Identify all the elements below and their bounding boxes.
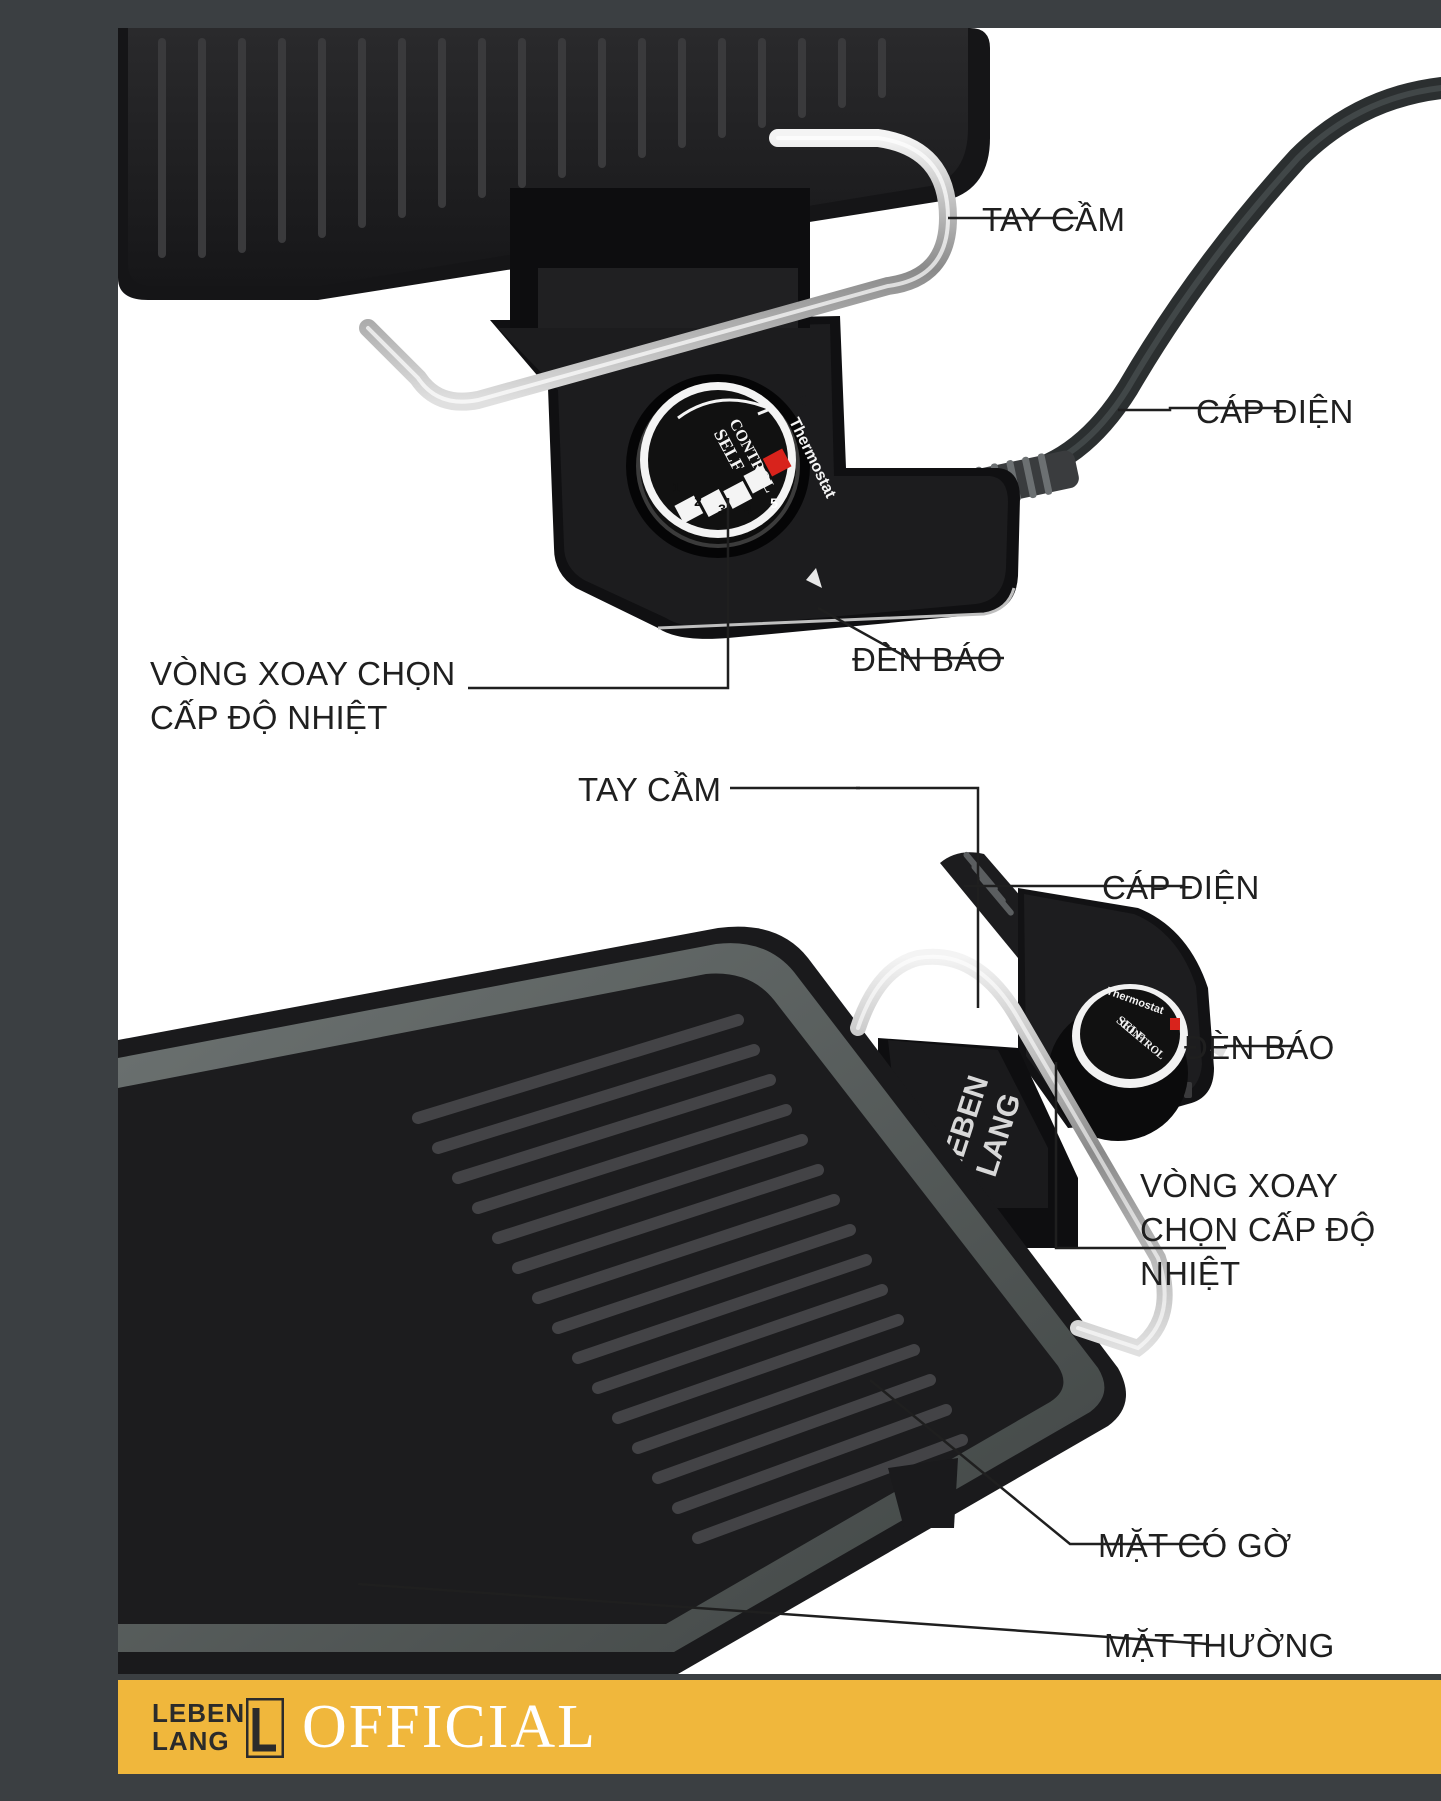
top-indicator-light: [806, 568, 822, 588]
label-top-handle: TAY CẦM: [982, 201, 1126, 238]
label-side-indicator-light: ĐÈN BÁO: [1184, 1029, 1335, 1066]
label-side-power-cable: CÁP ĐIỆN: [1102, 869, 1260, 906]
label-top-temperature-dial-2: CẤP ĐỘ NHIỆT: [150, 699, 388, 736]
label-side-ridged-surface: MẶT CÓ GỜ: [1098, 1527, 1292, 1564]
label-side-temperature-dial-3: NHIỆT: [1140, 1255, 1241, 1292]
label-side-flat-surface: MẶT THƯỜNG: [1104, 1627, 1335, 1664]
top-temperature-knob: SELF CONTROL Thermostat 0 1 2 3 4 5: [626, 374, 839, 558]
top-knob-level-4: 4: [744, 501, 752, 517]
top-knob-level-3: 3: [718, 501, 726, 517]
label-side-temperature-dial-2: CHỌN CẤP ĐỘ: [1140, 1211, 1376, 1248]
side-chrome-handle: [850, 948, 1173, 1357]
side-grill-leg: [888, 1458, 958, 1528]
brand-footer: LEBEN LANG OFFICIAL: [118, 1680, 1441, 1774]
top-knob-zero-text: 0: [800, 393, 809, 410]
footer-logo-mark: [246, 1698, 284, 1758]
top-grill-plate: [118, 28, 990, 300]
diagram-panel: SELF CONTROL Thermostat 0 1 2 3 4 5: [118, 28, 1441, 1674]
footer-official: OFFICIAL: [302, 1693, 598, 1761]
label-side-temperature-dial-1: VÒNG XOAY: [1140, 1167, 1339, 1204]
label-top-power-cable: CÁP ĐIỆN: [1196, 393, 1354, 430]
side-temperature-knob: SELF CONTROL Thermostat: [1048, 984, 1188, 1141]
callout-lines: [357, 216, 1294, 1646]
footer-logo-lang: LANG: [152, 1726, 230, 1756]
top-knob-level-1: 1: [672, 479, 680, 495]
top-knob-level-2: 2: [694, 493, 702, 509]
label-top-indicator-light: ĐÈN BÁO: [852, 641, 1003, 678]
footer-logo-leben: LEBEN: [152, 1698, 246, 1728]
label-top-temperature-dial-1: VÒNG XOAY CHỌN: [150, 655, 456, 692]
top-knob-level-5: 5: [770, 495, 778, 511]
side-grill-ridges: [412, 1014, 968, 1544]
top-chrome-handle: [359, 129, 958, 411]
label-side-handle: TAY CẦM: [578, 771, 722, 808]
side-indicator-light: [1210, 1046, 1228, 1058]
grill-illustration: SELF CONTROL Thermostat 0 1 2 3 4 5: [118, 28, 1441, 1674]
